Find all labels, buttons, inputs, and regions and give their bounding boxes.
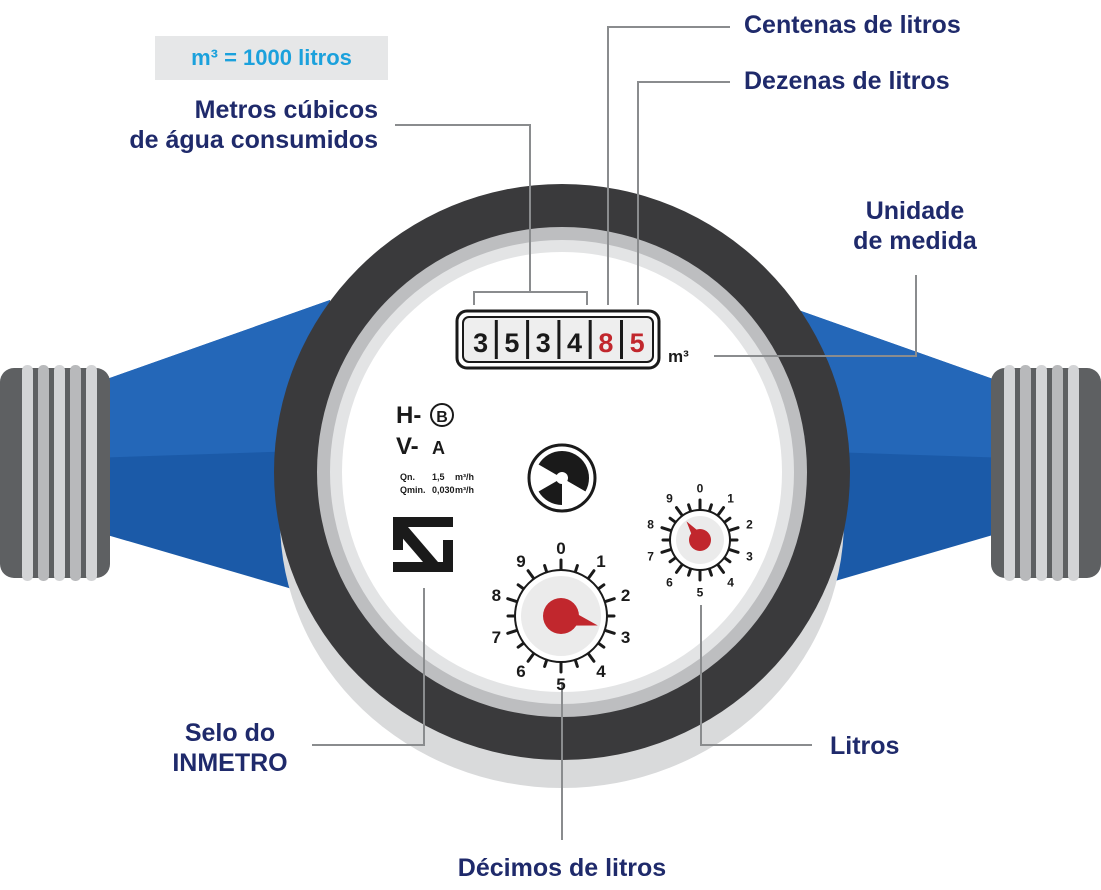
dial-tick	[574, 564, 579, 573]
dial-number: 7	[492, 628, 501, 647]
odometer-digit: 3	[473, 328, 488, 358]
dial-tick	[506, 629, 518, 635]
odometer-digit: 4	[567, 328, 582, 358]
dial-tenths-of-liters: 0 12 34 5 67 89	[492, 539, 631, 694]
dial-tick	[543, 659, 548, 668]
dial-number: 2	[746, 517, 753, 531]
qn-value: 1,5	[432, 472, 445, 482]
dial-number: 9	[666, 491, 673, 505]
dial-number: 0	[697, 481, 704, 495]
dial-tick	[543, 564, 548, 573]
dial-number: 5	[556, 675, 565, 694]
dial-tick	[516, 583, 525, 590]
dial-number: 3	[621, 628, 630, 647]
class-circle	[430, 403, 454, 427]
dial-number: 4	[727, 575, 734, 589]
dial-number: 6	[516, 662, 525, 681]
qn-label: Qn.	[400, 472, 415, 482]
dial-tick	[587, 569, 596, 580]
vertical-class: A	[432, 438, 445, 458]
label-liters: Litros	[830, 732, 900, 760]
odometer-unit: m³	[668, 347, 689, 366]
qmin-unit: m³/h	[455, 485, 474, 495]
right-pipe-thread	[1004, 365, 1079, 581]
dial-tick	[708, 567, 713, 577]
label-tens-liters: Dezenas de litros	[744, 67, 950, 95]
dial-tick	[597, 583, 606, 590]
label-unit-line1: Unidade	[865, 197, 965, 225]
left-pipe-thread	[22, 365, 97, 581]
odometer-digit: 8	[598, 328, 613, 358]
dial-tick	[727, 526, 740, 532]
vertical-class-prefix: V-	[396, 433, 419, 460]
odometer-digit: 5	[630, 328, 645, 358]
dial-tick	[597, 642, 606, 649]
dial-number: 5	[697, 585, 704, 599]
label-seal-line1: Selo do	[184, 719, 276, 747]
horizontal-class: B	[436, 409, 448, 426]
qmin-label: Qmin.	[400, 485, 426, 495]
inmetro-seal-icon	[393, 517, 453, 572]
leader-lines	[312, 26, 917, 840]
dial-tick	[604, 629, 616, 635]
dial-tick	[660, 548, 673, 554]
dial-number: 2	[621, 586, 630, 605]
left-pipe	[0, 300, 330, 600]
dial-number: 6	[666, 575, 673, 589]
dial-tick	[716, 563, 726, 574]
dial-tick	[604, 597, 616, 603]
dial-tick	[526, 569, 535, 580]
class-markings: H- B V- A	[396, 402, 454, 460]
dial-number: 3	[746, 549, 753, 563]
flow-specs: Qn. 1,5 m³/h Qmin. 0,030 m³/h	[400, 472, 474, 495]
label-unit-line2: de medida	[853, 227, 977, 255]
dial-number: 0	[556, 539, 565, 558]
dial-number: 1	[727, 491, 734, 505]
dial-tick	[723, 516, 732, 524]
odometer-digit: 5	[504, 328, 519, 358]
dial-tick	[574, 659, 579, 668]
dial-tick	[723, 556, 732, 564]
dial-tick	[727, 548, 740, 554]
dial-tick	[668, 556, 677, 564]
label-seal-line2: INMETRO	[172, 749, 288, 777]
dial-number: 9	[516, 552, 525, 571]
dial-tick	[506, 597, 518, 603]
label-seal: Selo do INMETRO	[160, 718, 300, 778]
dial-hub	[689, 529, 711, 551]
label-cubic-meters-line2: de água consumidos	[129, 126, 378, 154]
dial-tick	[516, 642, 525, 649]
label-unit: Unidade de medida	[820, 196, 1010, 256]
label-cubic-meters: Metros cúbicos de água consumidos	[129, 95, 378, 155]
dial-tick	[660, 526, 673, 532]
dial-tick	[587, 652, 596, 663]
dial-number: 1	[596, 552, 605, 571]
horizontal-class-prefix: H-	[396, 402, 421, 429]
dial-tick	[526, 652, 535, 663]
flow-indicator-icon	[527, 443, 597, 513]
dial-tick	[716, 506, 726, 517]
dial-liters: 0 12 34 5 67 89	[647, 481, 753, 599]
dial-tick	[668, 516, 677, 524]
label-cubic-meters-line1: Metros cúbicos	[194, 96, 378, 124]
dial-tick	[674, 506, 684, 517]
dial-tick	[674, 563, 684, 574]
odometer-digit: 3	[536, 328, 551, 358]
dial-tick	[708, 503, 713, 513]
dial-number: 8	[492, 586, 501, 605]
dial-number: 7	[647, 549, 654, 563]
dial-tick	[687, 503, 692, 513]
dial-tick	[687, 567, 692, 577]
qn-unit: m³/h	[455, 472, 474, 482]
dial-number: 4	[596, 662, 606, 681]
conversion-note: m³ = 1000 litros	[155, 36, 388, 80]
label-tenths-liters: Décimos de litros	[457, 854, 667, 882]
dial-number: 8	[647, 517, 654, 531]
dial-hub	[543, 598, 579, 634]
qmin-value: 0,030	[432, 485, 455, 495]
label-hundreds-liters: Centenas de litros	[744, 11, 961, 39]
